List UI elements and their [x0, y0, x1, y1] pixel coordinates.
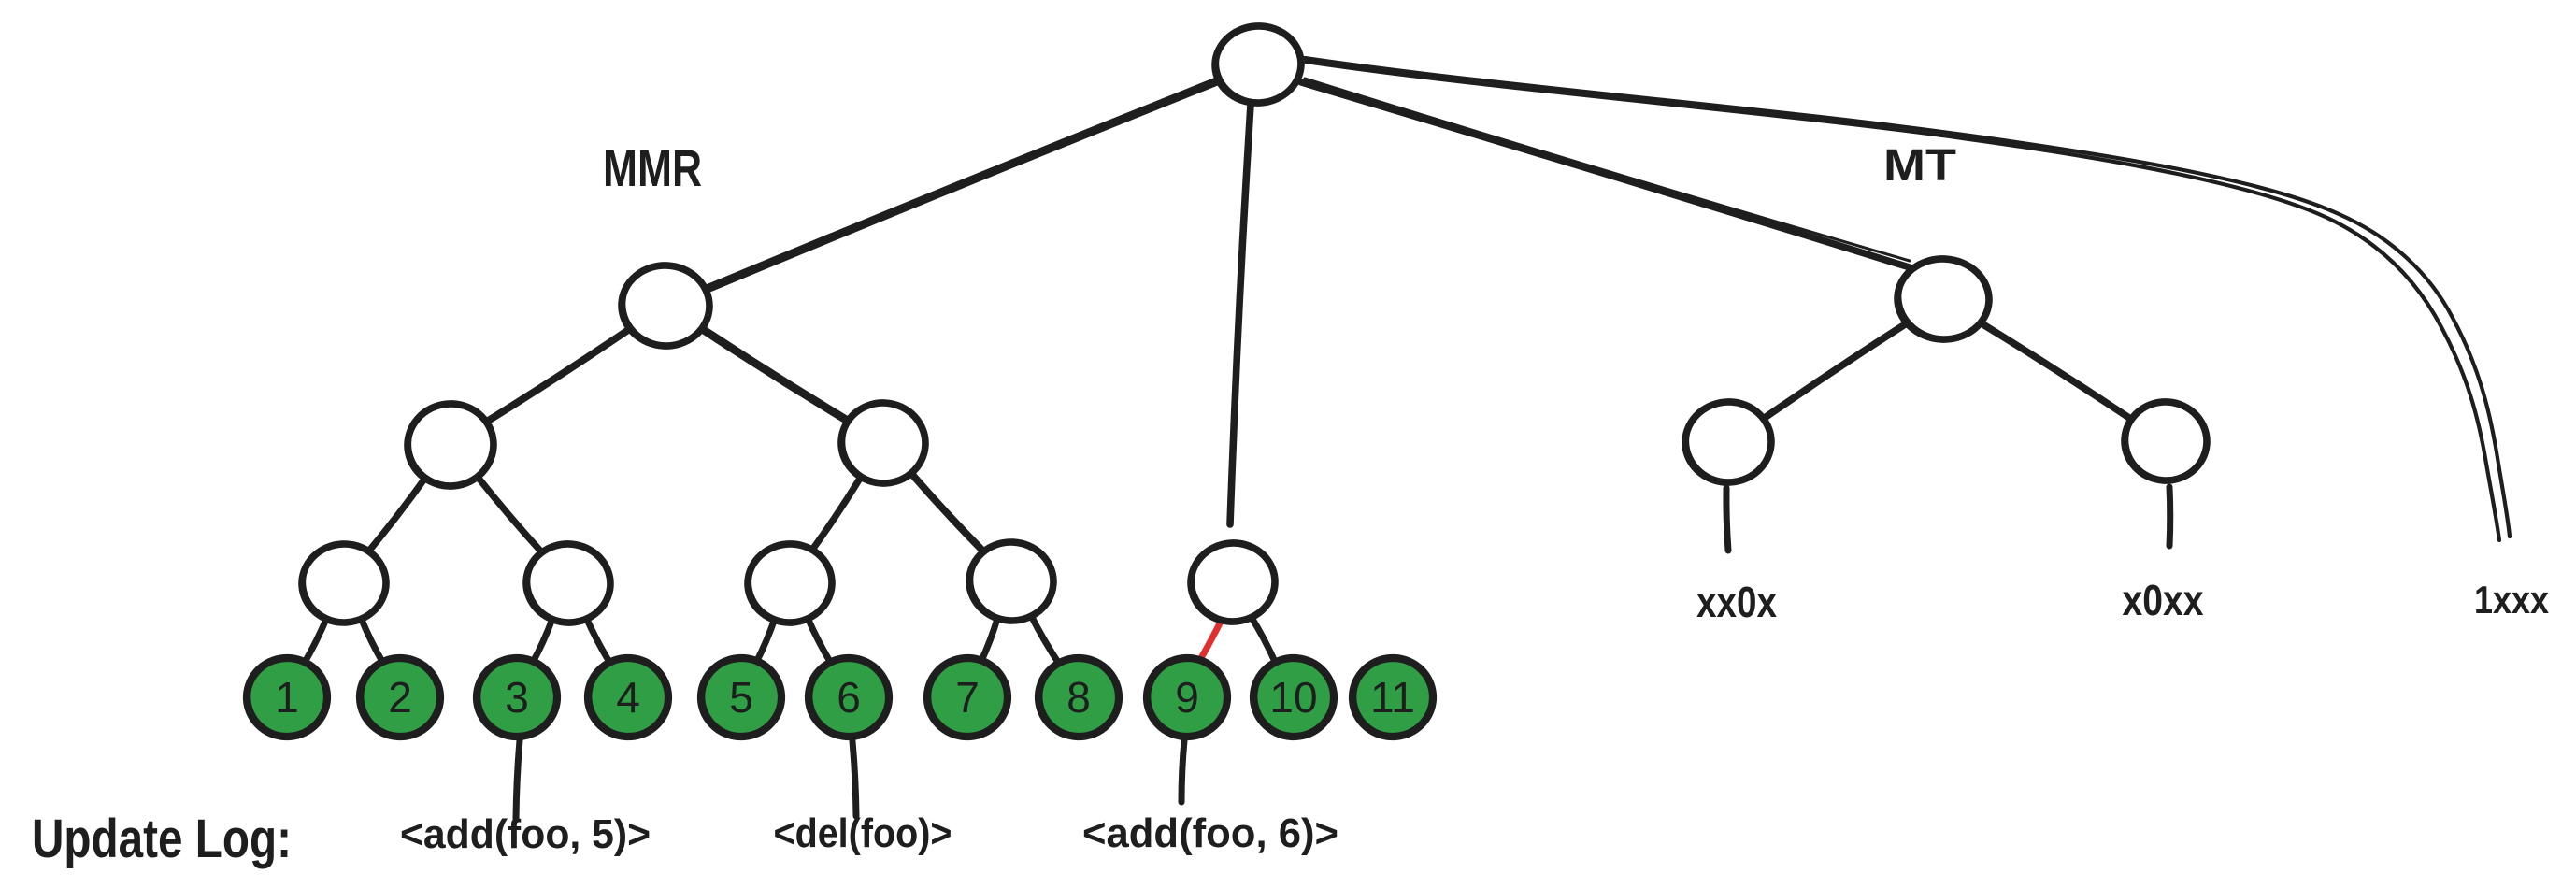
svg-text:11: 11 [1370, 673, 1415, 722]
svg-text:4: 4 [616, 673, 640, 722]
svg-text:MMR: MMR [603, 138, 702, 197]
svg-text:2: 2 [388, 673, 412, 722]
svg-text:10: 10 [1269, 673, 1317, 722]
svg-text:5: 5 [729, 673, 753, 722]
svg-text:xx0x: xx0x [1696, 578, 1777, 626]
svg-text:3: 3 [505, 673, 529, 722]
svg-text:<del(foo)>: <del(foo)> [774, 810, 952, 856]
svg-text:<add(foo, 6)>: <add(foo, 6)> [1082, 810, 1338, 856]
svg-text:1xxx: 1xxx [2474, 578, 2550, 622]
svg-text:Update Log:: Update Log: [32, 809, 292, 869]
svg-text:x0xx: x0xx [2123, 576, 2204, 624]
svg-text:MT: MT [1883, 141, 1956, 191]
svg-text:6: 6 [837, 673, 861, 722]
svg-text:8: 8 [1066, 673, 1091, 722]
svg-text:9: 9 [1175, 673, 1199, 722]
svg-text:7: 7 [955, 673, 980, 722]
svg-text:<add(foo, 5)>: <add(foo, 5)> [400, 811, 651, 857]
svg-text:1: 1 [275, 673, 299, 722]
